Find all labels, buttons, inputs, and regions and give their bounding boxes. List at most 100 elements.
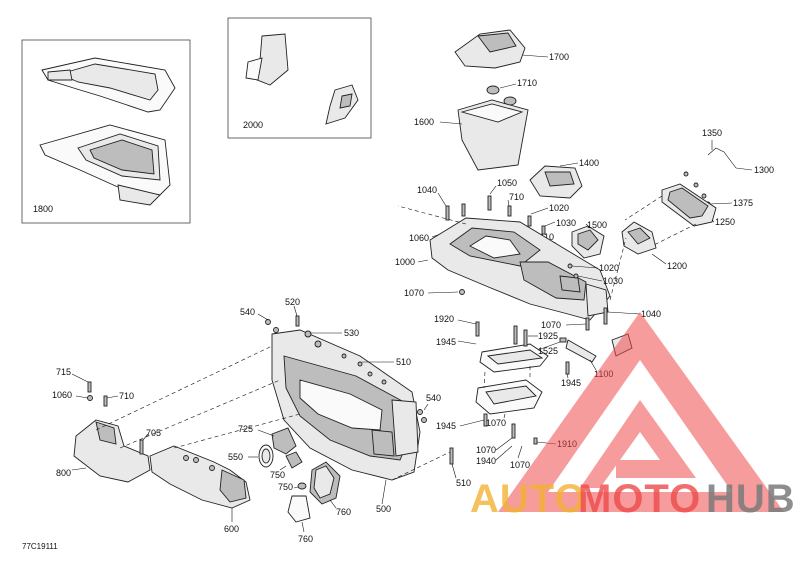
callout-1945a: 1945 bbox=[436, 337, 456, 347]
part-console-1000 bbox=[417, 217, 611, 321]
callout-1020b: 1020 bbox=[599, 263, 619, 273]
part-bin-1600 bbox=[439, 99, 529, 171]
part-panel-700 bbox=[71, 419, 151, 483]
part-grommets-1710 bbox=[486, 83, 517, 106]
logo-word-hub: HUB bbox=[706, 477, 796, 521]
callout-500: 500 bbox=[376, 504, 391, 514]
inset-box-1800 bbox=[21, 39, 191, 224]
callout-710a: 710 bbox=[509, 192, 524, 202]
callout-1070a: 1070 bbox=[404, 288, 424, 298]
fastener-1030a bbox=[541, 221, 556, 235]
callout-2000: 2000 bbox=[243, 120, 263, 130]
callout-510a: 510 bbox=[396, 357, 411, 367]
callout-725: 750 bbox=[270, 470, 285, 480]
fastener-1525 bbox=[565, 361, 570, 379]
fastener-1070b bbox=[565, 317, 590, 331]
fastener-1020b bbox=[567, 263, 599, 269]
callout-1940: 1940 bbox=[476, 456, 496, 466]
callout-1040: 1040 bbox=[417, 185, 437, 195]
callout-1040b: 1040 bbox=[641, 309, 661, 319]
callout-1070d: 1070 bbox=[510, 460, 530, 470]
callout-710b: 710 bbox=[119, 391, 134, 401]
callout-1525: 1945 bbox=[561, 378, 581, 388]
callout-1700: 1700 bbox=[549, 52, 569, 62]
part-seal-760 bbox=[287, 495, 311, 533]
logo-word-auto: AUTO bbox=[470, 477, 587, 521]
callout-1945d: 1070 bbox=[476, 445, 496, 455]
callout-600: 600 bbox=[224, 524, 239, 534]
automotohub-logo: AUTO MOTO HUB bbox=[470, 312, 796, 521]
callout-1200: 1200 bbox=[667, 261, 687, 271]
callout-715: 715 bbox=[56, 367, 71, 377]
callout-1060: 1060 bbox=[409, 233, 429, 243]
diagram-code: 77C19111 bbox=[22, 542, 58, 551]
fastener-705 bbox=[139, 433, 149, 455]
part-panel-600 bbox=[149, 445, 251, 522]
fastener-1925 bbox=[513, 325, 538, 347]
callout-1050: 1050 bbox=[497, 178, 517, 188]
fastener-510b bbox=[449, 447, 457, 479]
fastener-1040b bbox=[603, 307, 641, 325]
callout-1350: 1350 bbox=[702, 128, 722, 138]
part-vent-850 bbox=[257, 427, 297, 455]
fastener-530 bbox=[304, 330, 342, 348]
callout-1500: 1500 bbox=[587, 220, 607, 230]
fastener-710a bbox=[507, 199, 512, 217]
callout-760: 760 bbox=[298, 534, 313, 544]
part-display-1250 bbox=[624, 183, 717, 247]
fastener-710b bbox=[103, 395, 119, 407]
logo-inner-mark bbox=[580, 400, 696, 488]
part-clip-725 bbox=[279, 451, 303, 471]
fastener-520 bbox=[293, 305, 300, 327]
callout-1920: 1920 bbox=[434, 314, 454, 324]
part-switch-1500 bbox=[571, 223, 605, 259]
inset-box-2000 bbox=[227, 17, 372, 139]
fastener-1940 bbox=[495, 423, 516, 461]
callout-1600: 1600 bbox=[414, 117, 434, 127]
callout-1060b: 1060 bbox=[52, 390, 72, 400]
part-cover-1400 bbox=[529, 162, 583, 199]
callout-520: 520 bbox=[285, 297, 300, 307]
fastener-510a bbox=[341, 353, 394, 385]
callout-1000: 1000 bbox=[395, 257, 415, 267]
callout-1400: 1400 bbox=[579, 158, 599, 168]
callout-1925: 1925 bbox=[538, 331, 558, 341]
fastener-1945c bbox=[459, 413, 488, 427]
fastener-1070a bbox=[427, 289, 465, 295]
fastener-1020a bbox=[527, 207, 549, 227]
callout-700: 800 bbox=[56, 468, 71, 478]
logo-word-moto: MOTO bbox=[578, 477, 701, 521]
fastener-1945b bbox=[537, 337, 567, 351]
callout-530: 530 bbox=[344, 328, 359, 338]
fasteners-540-top bbox=[257, 313, 279, 333]
callout-1070c: 1070 bbox=[486, 418, 506, 428]
callout-540a: 540 bbox=[240, 307, 255, 317]
assembly-lines bbox=[95, 205, 627, 481]
fastener-1060b bbox=[75, 395, 93, 401]
callout-510b: 510 bbox=[456, 478, 471, 488]
callout-1375: 1375 bbox=[733, 198, 753, 208]
fastener-1050 bbox=[487, 185, 497, 211]
callout-1020a: 1020 bbox=[549, 203, 569, 213]
callout-800: 550 bbox=[228, 452, 243, 462]
part-ring-800 bbox=[248, 444, 274, 468]
callout-1030b: 1030 bbox=[603, 276, 623, 286]
callout-750: 760 bbox=[336, 507, 351, 517]
callout-1070b: 1070 bbox=[541, 320, 561, 330]
part-dash-500 bbox=[271, 329, 421, 505]
part-bezel-1200 bbox=[621, 221, 667, 265]
callout-1945c: 1945 bbox=[436, 421, 456, 431]
part-clip-550 bbox=[293, 482, 307, 490]
callout-540b: 540 bbox=[426, 393, 441, 403]
fastener-715 bbox=[71, 373, 92, 393]
callout-1250: 1250 bbox=[715, 217, 735, 227]
callout-550: 750 bbox=[278, 482, 293, 492]
callout-705: 705 bbox=[146, 428, 161, 438]
part-lid-1700 bbox=[454, 29, 549, 69]
callout-1800: 1800 bbox=[33, 204, 53, 214]
callout-1945b: 1525 bbox=[538, 346, 558, 356]
part-brackets-1920 bbox=[457, 319, 549, 415]
fastener-1040a bbox=[437, 192, 466, 221]
fastener-1030b bbox=[573, 273, 603, 282]
